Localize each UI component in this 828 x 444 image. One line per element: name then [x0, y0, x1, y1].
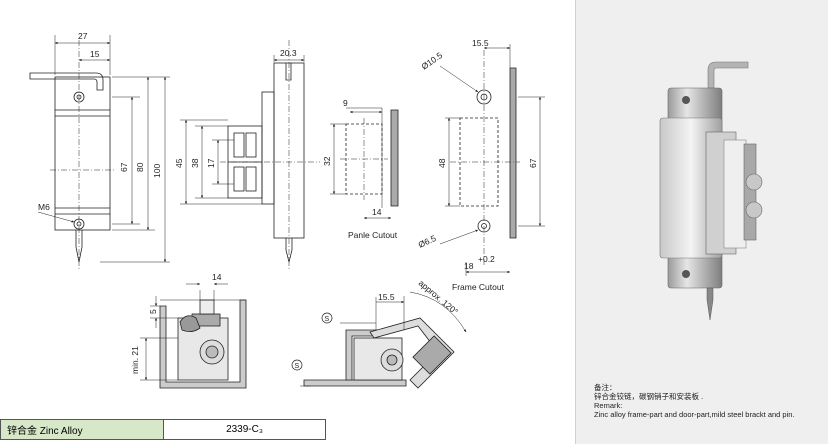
dim-side-h17: 17 [206, 158, 216, 168]
label-frame-cutout: Frame Cutout [452, 282, 505, 292]
dim-front-width: 27 [78, 31, 88, 41]
dim-frame-tol: +0.2 [478, 254, 495, 264]
dim-panel-width: 9 [343, 98, 348, 108]
product-photo [659, 61, 763, 321]
remarks-block: 备注： 锌合金铰链，碳钢销子和安装板 . Remark: Zinc alloy … [594, 383, 824, 419]
dim-frame-top: 15.5 [472, 38, 489, 48]
dim-thread: M6 [38, 202, 50, 212]
label-panel-cutout: Panle Cutout [348, 230, 398, 240]
dim-panel-height: 32 [322, 156, 332, 166]
spec-table: 锌合金 Zinc Alloy 2339-C₃ [0, 419, 326, 440]
material-cell: 锌合金 Zinc Alloy [0, 419, 164, 440]
product-photo-panel: 备注： 锌合金铰链，碳钢销子和安装板 . Remark: Zinc alloy … [575, 0, 828, 444]
symbol-s-top: S [321, 312, 333, 324]
dim-side-width: 20.3 [280, 48, 297, 58]
panel-cutout-view [330, 107, 399, 220]
dim-side-h38: 38 [190, 158, 200, 168]
section-view-closed [140, 282, 247, 389]
dim-section-min21: min. 21 [130, 346, 140, 374]
remarks-cn: 锌合金铰链，碳钢销子和安装板 . [594, 392, 704, 401]
dim-front-h100: 100 [152, 164, 162, 178]
dim-panel-depth: 14 [372, 207, 382, 217]
dim-front-offset: 15 [90, 49, 100, 59]
dim-section-w14: 14 [212, 272, 222, 282]
dim-section-5: 5 [148, 309, 158, 314]
remarks-en-title: Remark: [594, 401, 623, 410]
dim-frame-h48: 48 [437, 158, 447, 168]
svg-text:S: S [295, 363, 300, 370]
remarks-en: Zinc alloy frame-part and door-part,mild… [594, 410, 795, 419]
technical-drawing: 27 15 67 80 100 M6 20.3 45 38 17 9 32 14… [29, 31, 545, 389]
dim-side-h45: 45 [174, 158, 184, 168]
dim-frame-hole-top: Ø10.5 [419, 50, 444, 72]
dim-front-h67: 67 [119, 162, 129, 172]
svg-text:S: S [325, 316, 330, 323]
dim-section2-offset: 15.5 [378, 292, 395, 302]
symbol-s-side: S [291, 359, 303, 371]
front-view [29, 35, 170, 270]
side-view [180, 40, 320, 270]
dim-front-h80: 80 [135, 162, 145, 172]
dim-frame-w18: 18 [464, 261, 474, 271]
model-code-cell: 2339-C₃ [163, 419, 326, 440]
frame-cutout-view [439, 44, 545, 276]
dim-frame-h67: 67 [528, 158, 538, 168]
dim-frame-hole-bottom: Ø6.5 [417, 233, 438, 250]
remarks-title: 备注： [594, 383, 617, 392]
section-view-open [300, 291, 467, 389]
